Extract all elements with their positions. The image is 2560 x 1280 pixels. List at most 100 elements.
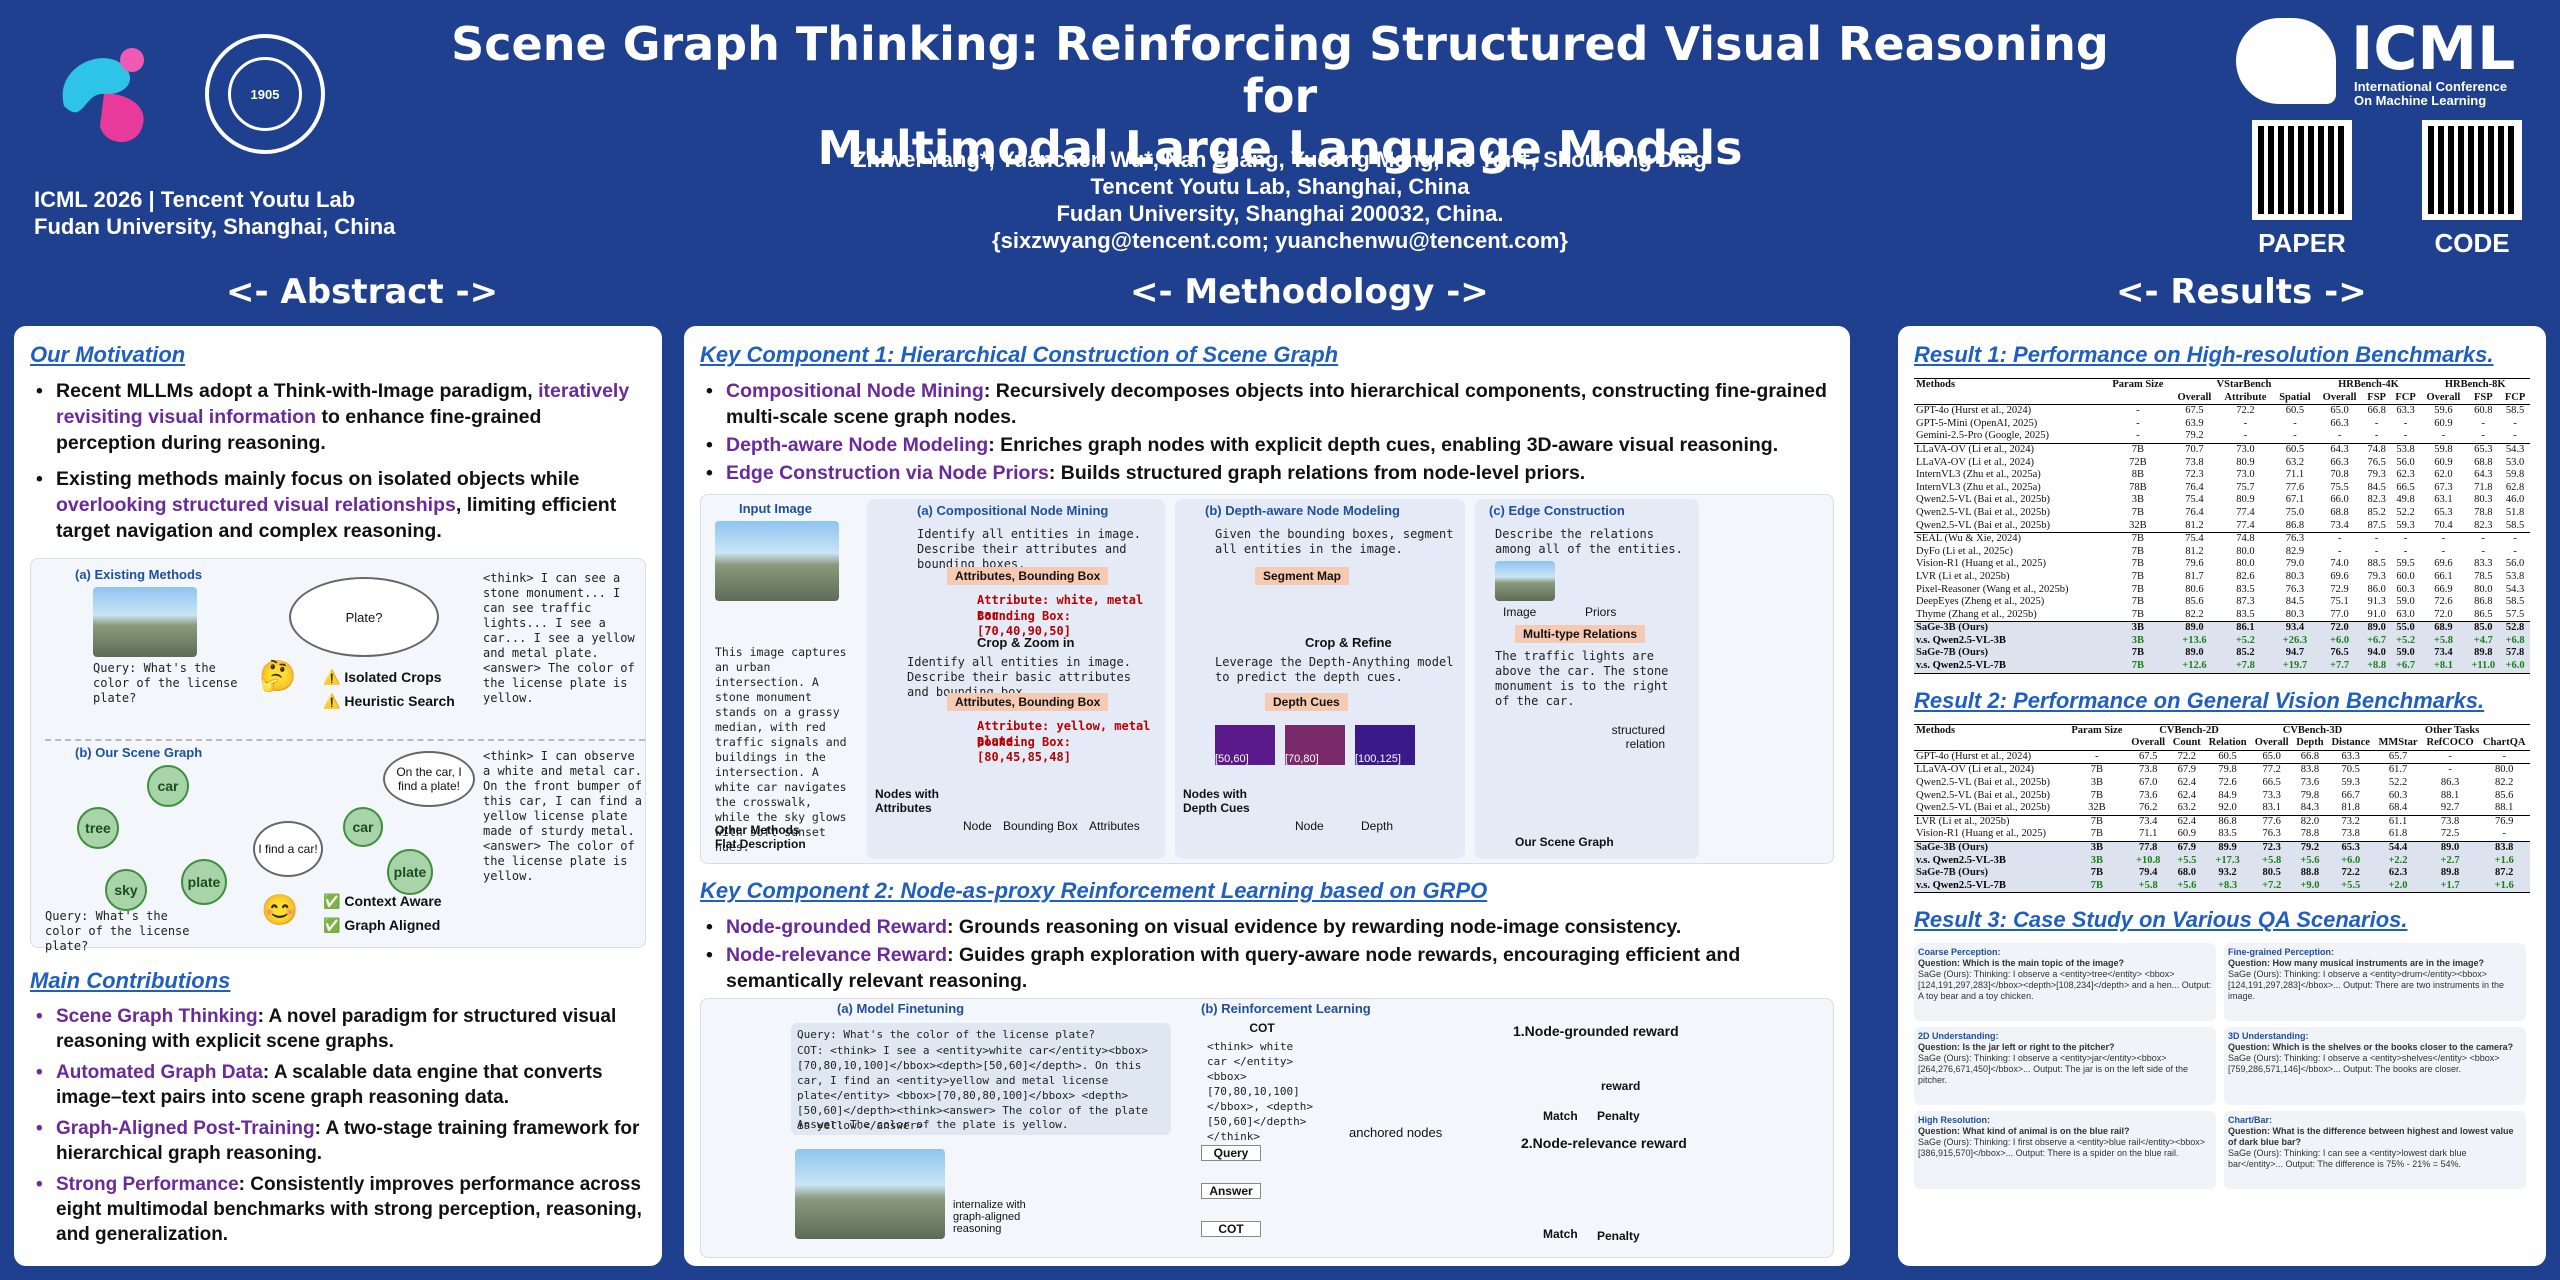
paper-qr-code[interactable] [2252,120,2352,220]
panel-c-box: (c) Edge Construction Describe the relat… [1475,499,1699,859]
kc1-point-2: Depth-aware Node Modeling: Enriches grap… [700,432,1834,458]
emails: {sixzwyang@tencent.com; yuanchenwu@tence… [992,228,1568,253]
node-sky: sky [105,869,147,911]
street-photo [93,587,197,657]
section-methodology: <- Methodology -> [1130,272,1489,312]
think-text-b: <think> I can observe a white and metal … [483,749,642,883]
result3-title: Result 3: Case Study on Various QA Scena… [1914,907,2408,933]
kc2-point-1: Node-grounded Reward: Grounds reasoning … [700,914,1834,940]
ft-text-box: Query: What's the color of the license p… [791,1023,1171,1135]
case-study-card: Fine-grained Perception: Question: How m… [2224,943,2526,1022]
smiling-face-icon: 😊 [261,894,299,927]
kc2-figure: (a) Model Finetuning (b) Reinforcement L… [700,998,1834,1258]
thinking-face-icon: 🤔 [259,660,297,693]
fudan-university-seal: 1905 [205,34,325,154]
brain-head-icon [2236,18,2336,104]
methodology-panel: Key Component 1: Hierarchical Constructi… [684,326,1850,1266]
code-qr-code[interactable] [2422,120,2522,220]
bubble-on-car: On the car, I find a plate! [383,751,475,807]
node-tree: tree [77,807,119,849]
motivation-point-2: Existing methods mainly focus on isolate… [30,466,646,544]
thought-bubble: Plate? [289,577,439,657]
affiliation-1: Tencent Youtu Lab, Shanghai, China [1090,174,1470,199]
table-row: GPT-5-Mini (OpenAI, 2025)-63.9--66.3--60… [1916,417,2517,429]
result2-title: Result 2: Performance on General Vision … [1914,687,2485,713]
input-street-photo [715,521,839,601]
author-block: Zhiwei Yang*, Yuanchen Wu*, Nan Zhang, Y… [700,146,1860,254]
node-plate: plate [181,859,227,905]
our-scene-graph-label: Our Scene Graph [1515,835,1614,849]
table-row: Gemini-2.5-Pro (Google, 2025)-79.2------… [1916,430,2517,442]
fig-a-label: (a) Existing Methods [75,567,203,582]
node-car: car [147,765,189,807]
query-a: Query: What's the color of the license p… [93,661,238,705]
case-study-card: 2D Understanding: Question: Is the jar l… [1914,1027,2216,1106]
poster-header: 1905 Scene Graph Thinking: Reinforcing S… [0,0,2560,320]
section-results: <- Results -> [2116,272,2367,312]
contribution-3: Graph-Aligned Post-Training: A two-stage… [30,1116,646,1166]
other-methods-label: Other Methods Flat Description [715,823,806,851]
authors: Zhiwei Yang*, Yuanchen Wu*, Nan Zhang, Y… [853,147,1707,172]
contributions-title: Main Contributions [30,968,231,993]
case-study-grid: Coarse Perception: Question: Which is th… [1914,943,2530,1193]
kc1-figure: Input Image This image captures an urban… [700,494,1834,864]
bubble-find-car: I find a car! [253,821,323,877]
contribution-4: Strong Performance: Consistently improve… [30,1172,646,1247]
nodes-with-attributes: Nodes with Attributes [875,787,940,815]
kc1-title: Key Component 1: Hierarchical Constructi… [700,342,1339,367]
context-aware-label: ✅ Context Aware [323,893,442,909]
case-study-card: Coarse Perception: Question: Which is th… [1914,943,2216,1022]
poster-title: Scene Graph Thinking: Reinforcing Struct… [451,17,2109,175]
node-plate-2: plate [387,849,433,895]
fig-b-label: (b) Our Scene Graph [75,745,203,760]
case-study-card: High Resolution: Question: What kind of … [1914,1111,2216,1190]
section-abstract: <- Abstract -> [226,272,499,312]
contribution-2: Automated Graph Data: A scalable data en… [30,1060,646,1110]
results-panel: Result 1: Performance on High-resolution… [1898,326,2546,1266]
graph-aligned-label: ✅ Graph Aligned [323,917,441,933]
kc1-point-1: Compositional Node Mining: Recursively d… [700,378,1834,430]
kc2-point-2: Node-relevance Reward: Guides graph expl… [700,942,1834,994]
case-study-card: Chart/Bar: Question: What is the differe… [2224,1111,2526,1190]
think-text-a: <think> I can see a stone monument... I … [483,571,635,705]
affiliation-2: Fudan University, Shanghai 200032, China… [1056,201,1504,226]
motivation-point-1: Recent MLLMs adopt a Think-with-Image pa… [30,378,646,456]
paper-label: PAPER [2258,228,2346,258]
motivation-figure: (a) Existing Methods Query: What's the c… [30,558,646,953]
kc2-title: Key Component 2: Node-as-proxy Reinforce… [700,878,1488,903]
venue-info: ICML 2026 | Tencent Youtu Lab Fudan Univ… [34,187,396,239]
contribution-1: Scene Graph Thinking: A novel paradigm f… [30,1004,646,1054]
query-b: Query: What's the color of the license p… [45,909,190,953]
case-study-card: 3D Understanding: Question: Which is the… [2224,1027,2526,1106]
result1-title: Result 1: Performance on High-resolution… [1914,342,2494,367]
